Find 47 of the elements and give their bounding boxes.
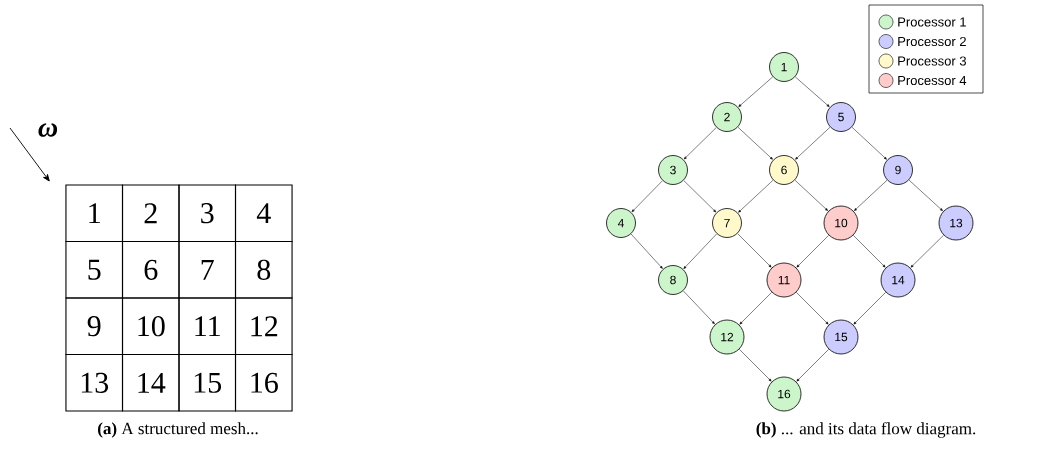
arrow [739, 349, 772, 382]
caption: (b) ... and its data flow diagram. [756, 422, 976, 438]
mesh-cell: 1 [65, 184, 123, 242]
mesh-cell: 14 [122, 354, 180, 412]
mesh-cell: 3 [178, 184, 236, 242]
arrow [796, 292, 829, 325]
mesh-cell: 5 [65, 241, 123, 299]
arrow [683, 127, 717, 160]
direction-symbol: ω [38, 123, 58, 137]
arrow [739, 292, 772, 325]
arrow [795, 126, 831, 160]
arrow [683, 290, 715, 325]
arrow [794, 76, 830, 107]
arrow [738, 76, 774, 107]
arrow [631, 180, 663, 213]
legend-label: Processor 1 [898, 17, 966, 27]
mesh-cell: 6 [122, 241, 180, 299]
arrow [683, 180, 717, 213]
arrow [908, 179, 943, 212]
mesh-cell: 10 [122, 297, 180, 355]
arrow [794, 179, 828, 211]
arrow [853, 292, 886, 325]
mesh-cell: 15 [178, 354, 236, 412]
mesh-cell: 16 [235, 354, 293, 412]
mesh-cell: 7 [178, 241, 236, 299]
arrow [910, 234, 944, 268]
mesh-cell: 4 [235, 184, 293, 242]
arrow [851, 126, 887, 160]
arrow [630, 233, 663, 269]
arrow [737, 126, 773, 160]
arrow [854, 179, 888, 211]
arrow [683, 233, 717, 269]
mesh-cell: 13 [65, 354, 123, 412]
mesh-cell: 12 [235, 297, 293, 355]
arrow [796, 235, 829, 268]
arrow [796, 349, 829, 382]
mesh-cell: 2 [122, 184, 180, 242]
legend-label: Processor 3 [898, 56, 966, 66]
mesh-cell: 11 [178, 297, 236, 355]
legend-label: Processor 2 [898, 36, 966, 47]
arrow [737, 233, 772, 268]
arrow [738, 179, 774, 213]
arrow [853, 235, 886, 268]
mesh-cell: 9 [65, 297, 123, 355]
caption: (a) A structured mesh... [98, 422, 258, 438]
mesh-cell: 8 [235, 241, 293, 299]
legend-label: Processor 4 [898, 75, 967, 86]
